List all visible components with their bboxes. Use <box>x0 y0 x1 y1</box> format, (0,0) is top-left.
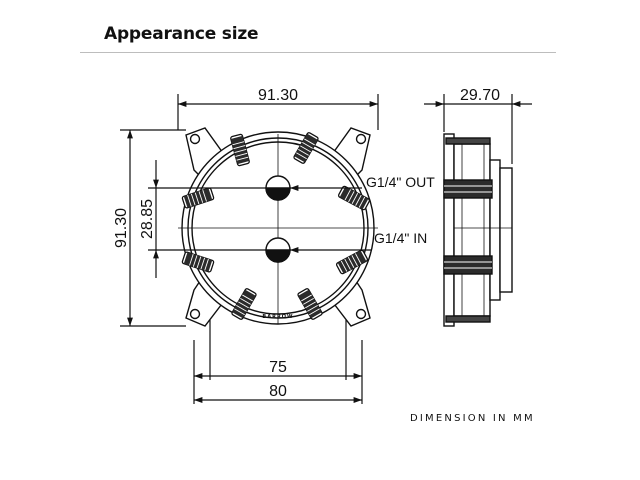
port-in-label: G1/4" IN <box>374 230 427 246</box>
dim-bottom <box>193 320 363 404</box>
dim-port-spacing <box>148 160 266 278</box>
units-note: DIMENSION IN MM <box>410 413 535 424</box>
dim-bottom-outer-value: 80 <box>269 383 287 400</box>
dim-side-depth-value: 29.70 <box>460 87 500 104</box>
dim-top-width <box>177 94 379 130</box>
page-title: Appearance size <box>104 24 259 44</box>
dim-port-spacing-value: 28.85 <box>139 199 156 239</box>
side-view <box>443 133 513 327</box>
dim-side-depth <box>424 94 532 164</box>
port-leaders <box>290 185 372 253</box>
dim-left-height-value: 91.30 <box>113 208 130 248</box>
dim-top-width-value: 91.30 <box>258 87 298 104</box>
front-view <box>178 127 378 327</box>
brand-mark: BARROW <box>262 314 293 320</box>
port-out-label: G1/4" OUT <box>366 174 435 190</box>
dim-bottom-inner-value: 75 <box>269 359 287 376</box>
dim-left-height <box>120 129 186 327</box>
title-divider <box>80 52 556 53</box>
